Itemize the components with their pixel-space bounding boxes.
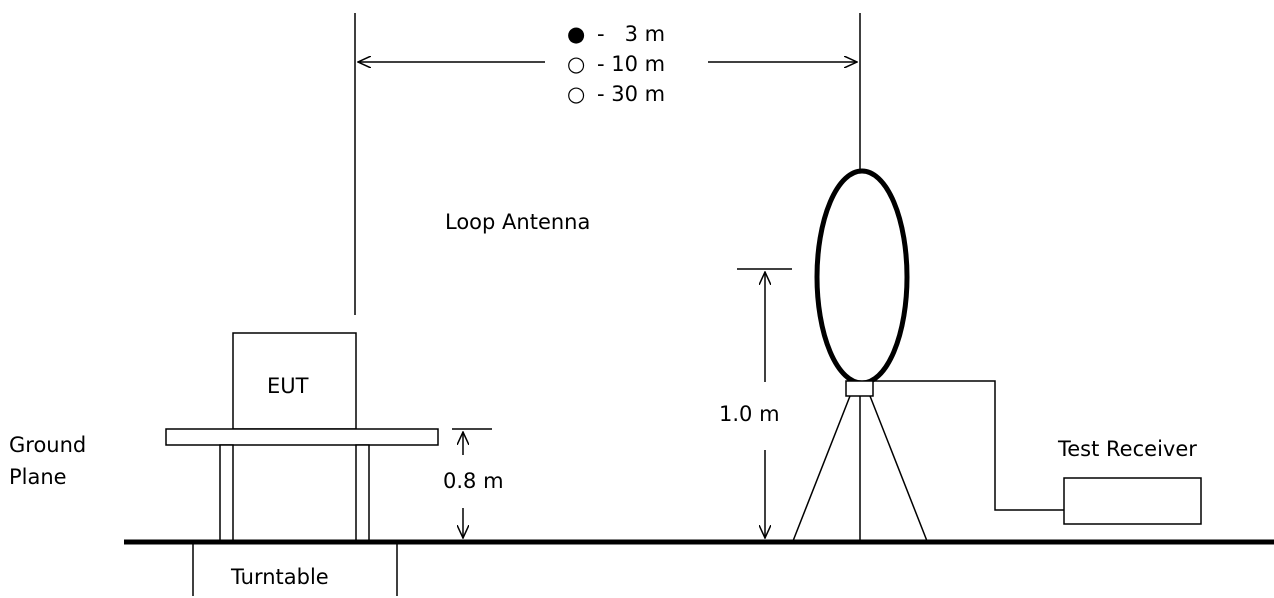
table-leg-right: [355, 444, 370, 542]
unselected-circle-icon: ○: [567, 82, 585, 106]
distance-option-label: - 3 m: [597, 22, 665, 46]
eut-label: EUT: [267, 374, 309, 398]
distance-option-label: - 30 m: [597, 82, 665, 106]
eut-box: [232, 332, 357, 430]
distance-option-30m: ○ - 30 m: [567, 82, 665, 106]
unselected-circle-icon: ○: [567, 52, 585, 76]
test-receiver-box: [1063, 477, 1202, 525]
tripod-left-leg: [792, 395, 851, 542]
distance-option-label: - 10 m: [597, 52, 665, 76]
loop-antenna-label: Loop Antenna: [445, 210, 590, 234]
distance-option-10m: ○ - 10 m: [567, 52, 665, 76]
ground-plane-label-line2: Plane: [9, 465, 67, 489]
table-height-label: 0.8 m: [443, 469, 504, 493]
ground-plane-label-line1: Ground: [9, 433, 86, 457]
turntable-label: Turntable: [230, 565, 329, 589]
loop-antenna: [814, 168, 910, 386]
tripod-right-leg: [869, 395, 928, 542]
antenna-height-label: 1.0 m: [719, 402, 780, 426]
receiver-cable: [873, 380, 1064, 511]
table-leg-left: [219, 444, 234, 542]
distance-option-3m: ● - 3 m: [567, 22, 665, 46]
test-receiver-label: Test Receiver: [1057, 437, 1197, 461]
antenna-mount-box: [845, 380, 874, 397]
table-top: [165, 428, 439, 446]
selected-dot-icon: ●: [567, 22, 585, 46]
